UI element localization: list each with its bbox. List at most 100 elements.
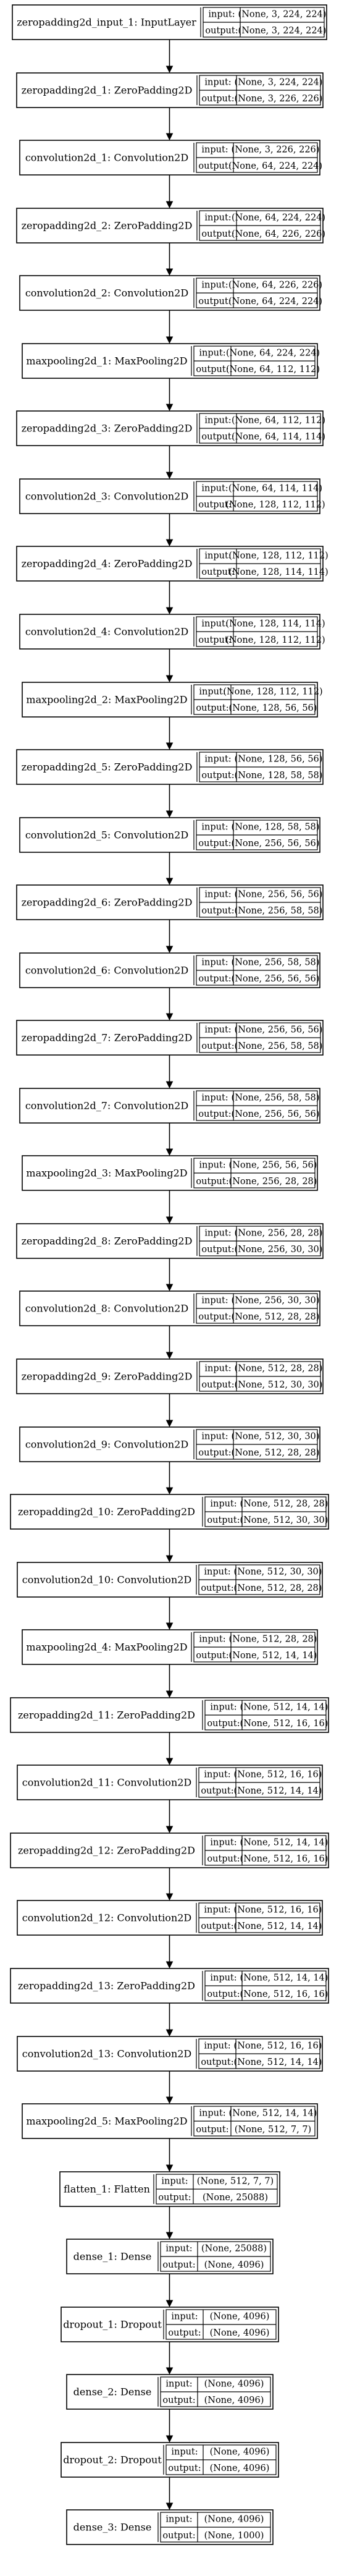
layer-name: convolution2d_4: Convolution2D bbox=[25, 626, 188, 638]
layer-name: zeropadding2d_11: ZeroPadding2D bbox=[18, 1710, 195, 1721]
output-shape: (None, 256, 58, 58) bbox=[235, 906, 323, 916]
output-label: output: bbox=[201, 1380, 234, 1390]
input-label: input: bbox=[210, 1973, 236, 1983]
edge-arrow bbox=[165, 2138, 174, 2172]
layer-node: convolution2d_5: Convolution2Dinput:outp… bbox=[19, 817, 320, 853]
input-shape: (None, 64, 226, 226) bbox=[228, 281, 322, 290]
input-label: input: bbox=[204, 890, 231, 900]
layer-name: maxpooling2d_4: MaxPooling2D bbox=[26, 1642, 187, 1653]
output-label: output: bbox=[201, 1583, 233, 1593]
input-label: input: bbox=[210, 1838, 236, 1848]
output-shape: (None, 512, 28, 28) bbox=[232, 1312, 320, 1322]
input-label: input: bbox=[161, 2177, 188, 2187]
edge-arrow bbox=[165, 581, 174, 615]
input-label: input: bbox=[199, 1635, 225, 1645]
input-shape: (None, 128, 56, 56) bbox=[235, 755, 323, 765]
arrowhead-icon bbox=[165, 539, 174, 547]
input-label: input: bbox=[199, 687, 225, 697]
arrowhead-icon bbox=[165, 2435, 174, 2443]
input-label: input: bbox=[204, 1229, 231, 1239]
edge-arrow bbox=[165, 108, 174, 141]
layer-name: zeropadding2d_4: ZeroPadding2D bbox=[22, 558, 193, 570]
output-label: output: bbox=[196, 365, 228, 375]
output-label: output: bbox=[201, 229, 234, 239]
layer-name: convolution2d_2: Convolution2D bbox=[25, 287, 188, 299]
output-label: output: bbox=[201, 2057, 233, 2067]
layer-node: convolution2d_3: Convolution2Dinput:outp… bbox=[19, 478, 325, 514]
arrowhead-icon bbox=[165, 336, 174, 344]
edge-arrow bbox=[165, 1664, 174, 1698]
arrowhead-icon bbox=[165, 675, 174, 683]
input-label: input: bbox=[204, 213, 231, 223]
arrowhead-icon bbox=[165, 1961, 174, 1969]
output-label: output: bbox=[158, 2193, 191, 2203]
layer-node: convolution2d_8: Convolution2Dinput:outp… bbox=[19, 1290, 320, 1326]
output-shape: (None, 64, 112, 112) bbox=[226, 365, 320, 375]
output-shape: (None, 4096) bbox=[204, 2260, 264, 2270]
layer-node: zeropadding2d_13: ZeroPadding2Dinput:out… bbox=[10, 1968, 329, 2004]
layer-name: zeropadding2d_6: ZeroPadding2D bbox=[22, 897, 193, 909]
output-label: output: bbox=[198, 1312, 231, 1322]
layer-node: zeropadding2d_2: ZeroPadding2Dinput:outp… bbox=[16, 208, 325, 244]
output-label: output: bbox=[162, 2396, 195, 2405]
input-label: input: bbox=[201, 484, 228, 494]
output-shape: (None, 256, 30, 30) bbox=[235, 1245, 323, 1255]
output-label: output: bbox=[207, 1515, 240, 1525]
edge-arrow bbox=[165, 1258, 174, 1292]
layer-name: convolution2d_8: Convolution2D bbox=[25, 1303, 188, 1315]
edge-arrow bbox=[165, 2342, 174, 2375]
layer-node: zeropadding2d_11: ZeroPadding2Dinput:out… bbox=[10, 1697, 329, 1733]
input-shape: (None, 128, 112, 112) bbox=[223, 687, 322, 697]
output-label: output: bbox=[196, 703, 228, 713]
layer-node: maxpooling2d_1: MaxPooling2Dinput:output… bbox=[22, 343, 320, 379]
output-label: output: bbox=[168, 2464, 201, 2473]
input-label: input: bbox=[171, 2447, 198, 2457]
input-label: input: bbox=[204, 755, 231, 765]
edge-arrow bbox=[165, 2071, 174, 2104]
output-shape: (None, 1000) bbox=[204, 2531, 264, 2541]
input-shape: (None, 256, 56, 56) bbox=[229, 1161, 317, 1171]
output-shape: (None, 512, 16, 16) bbox=[240, 1854, 329, 1864]
output-shape: (None, 128, 56, 56) bbox=[229, 703, 317, 713]
output-label: output: bbox=[198, 974, 231, 984]
layer-node: zeropadding2d_6: ZeroPadding2Dinput:outp… bbox=[16, 884, 324, 920]
output-shape: (None, 512, 16, 16) bbox=[240, 1719, 329, 1729]
output-shape: (None, 256, 58, 58) bbox=[235, 1041, 323, 1051]
layer-name: zeropadding2d_3: ZeroPadding2D bbox=[22, 423, 193, 434]
layer-box bbox=[16, 546, 324, 582]
output-shape: (None, 128, 58, 58) bbox=[235, 771, 323, 781]
edge-arrow bbox=[165, 310, 174, 344]
arrowhead-icon bbox=[165, 1893, 174, 1901]
input-label: input: bbox=[201, 1093, 228, 1103]
input-label: input: bbox=[201, 958, 228, 968]
layer-name: zeropadding2d_input_1: InputLayer bbox=[17, 17, 196, 28]
input-label: input: bbox=[204, 416, 231, 426]
layer-node: zeropadding2d_8: ZeroPadding2Dinput:outp… bbox=[16, 1223, 324, 1259]
output-label: output: bbox=[201, 1786, 233, 1796]
arrowhead-icon bbox=[165, 1420, 174, 1428]
input-shape: (None, 512, 7, 7) bbox=[197, 2177, 274, 2187]
edge-arrow bbox=[165, 1190, 174, 1224]
output-shape: (None, 512, 14, 14) bbox=[229, 1651, 317, 1661]
output-shape: (None, 64, 224, 224) bbox=[228, 161, 322, 171]
input-shape: (None, 3, 224, 224) bbox=[235, 78, 323, 88]
edge-arrow bbox=[165, 1123, 174, 1156]
output-shape: (None, 25088) bbox=[203, 2193, 268, 2203]
layer-name: convolution2d_11: Convolution2D bbox=[22, 1777, 192, 1789]
input-shape: (None, 512, 16, 16) bbox=[234, 2041, 322, 2051]
output-shape: (None, 512, 28, 28) bbox=[232, 1448, 320, 1458]
layer-node: convolution2d_7: Convolution2Dinput:outp… bbox=[19, 1088, 320, 1124]
input-label: input: bbox=[204, 1567, 230, 1577]
output-label: output: bbox=[201, 94, 234, 104]
layer-name: zeropadding2d_12: ZeroPadding2D bbox=[18, 1845, 195, 1857]
arrowhead-icon bbox=[165, 1284, 174, 1292]
input-shape: (None, 64, 224, 224) bbox=[232, 213, 325, 223]
output-label: output: bbox=[207, 1989, 240, 1999]
layer-name: convolution2d_5: Convolution2D bbox=[25, 829, 188, 841]
input-label: input: bbox=[165, 2244, 192, 2254]
arrowhead-icon bbox=[165, 2367, 174, 2375]
arrowhead-icon bbox=[165, 1081, 174, 1089]
edge-arrow bbox=[165, 1935, 174, 1969]
